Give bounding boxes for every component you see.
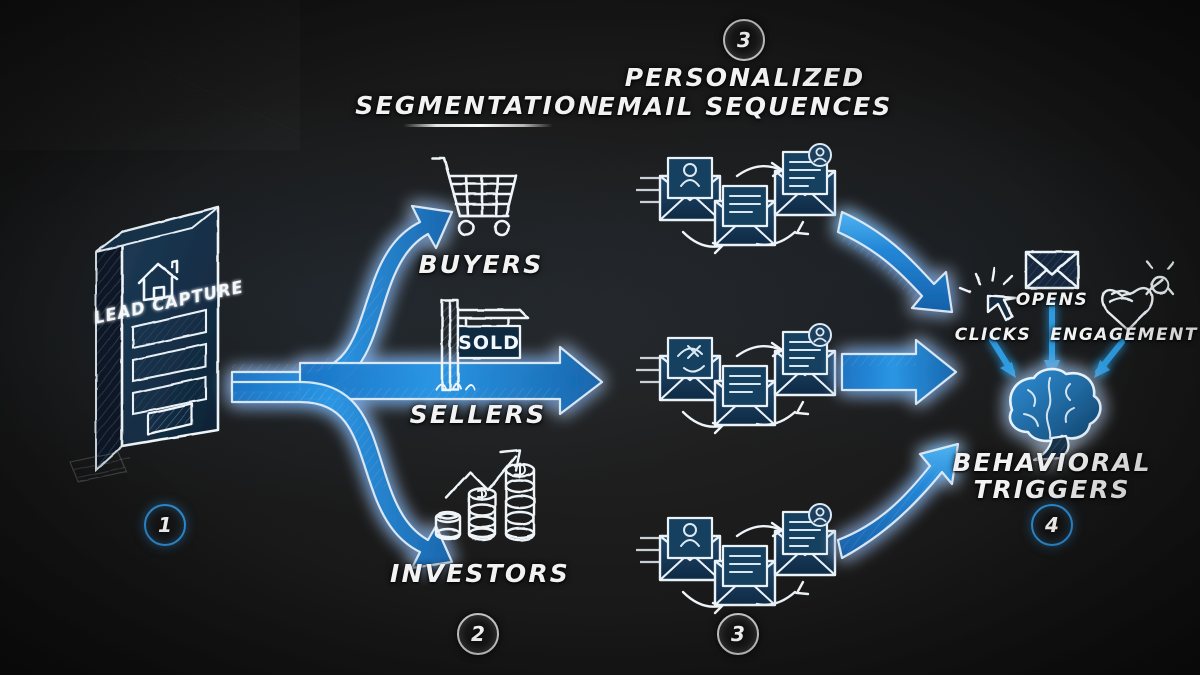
- segment-label-investors: INVESTORS: [389, 559, 571, 588]
- signal-label-clicks: CLICKS: [954, 325, 1032, 345]
- step-badge-1: 1: [144, 504, 186, 546]
- step-badge-3-top: 3: [723, 19, 765, 61]
- segment-label-sellers: SELLERS: [409, 400, 547, 429]
- heart-sparkle-icon: [1101, 260, 1175, 332]
- step-badge-4: 4: [1031, 504, 1073, 546]
- coins-growth-icon: [434, 448, 536, 542]
- email-sequence-row-1: [636, 143, 837, 255]
- split-arrows: [230, 204, 604, 570]
- envelope-icon-fill: [1026, 252, 1078, 288]
- email-sequence-row-2: [636, 323, 837, 435]
- sold-sign-text: SOLD: [458, 332, 520, 354]
- email-sequences-heading-line2: EMAIL SEQUENCES: [597, 92, 893, 121]
- behavioral-triggers-line2: TRIGGERS: [973, 475, 1131, 504]
- step-badge-3: 3: [717, 613, 759, 655]
- cursor-click-icon: [958, 266, 1018, 322]
- signal-label-engagement: ENGAGEMENT: [1050, 325, 1198, 345]
- email-sequences-heading-line1: PERSONALIZED: [624, 63, 866, 92]
- segmentation-underline: [403, 124, 553, 127]
- segment-label-buyers: BUYERS: [418, 250, 544, 279]
- email-sequence-row-3: [636, 503, 837, 615]
- segmentation-heading: SEGMENTATION: [355, 91, 601, 120]
- lead-capture-card: [69, 205, 220, 483]
- signal-label-opens: OPENS: [1015, 290, 1089, 310]
- step-badge-2: 2: [457, 613, 499, 655]
